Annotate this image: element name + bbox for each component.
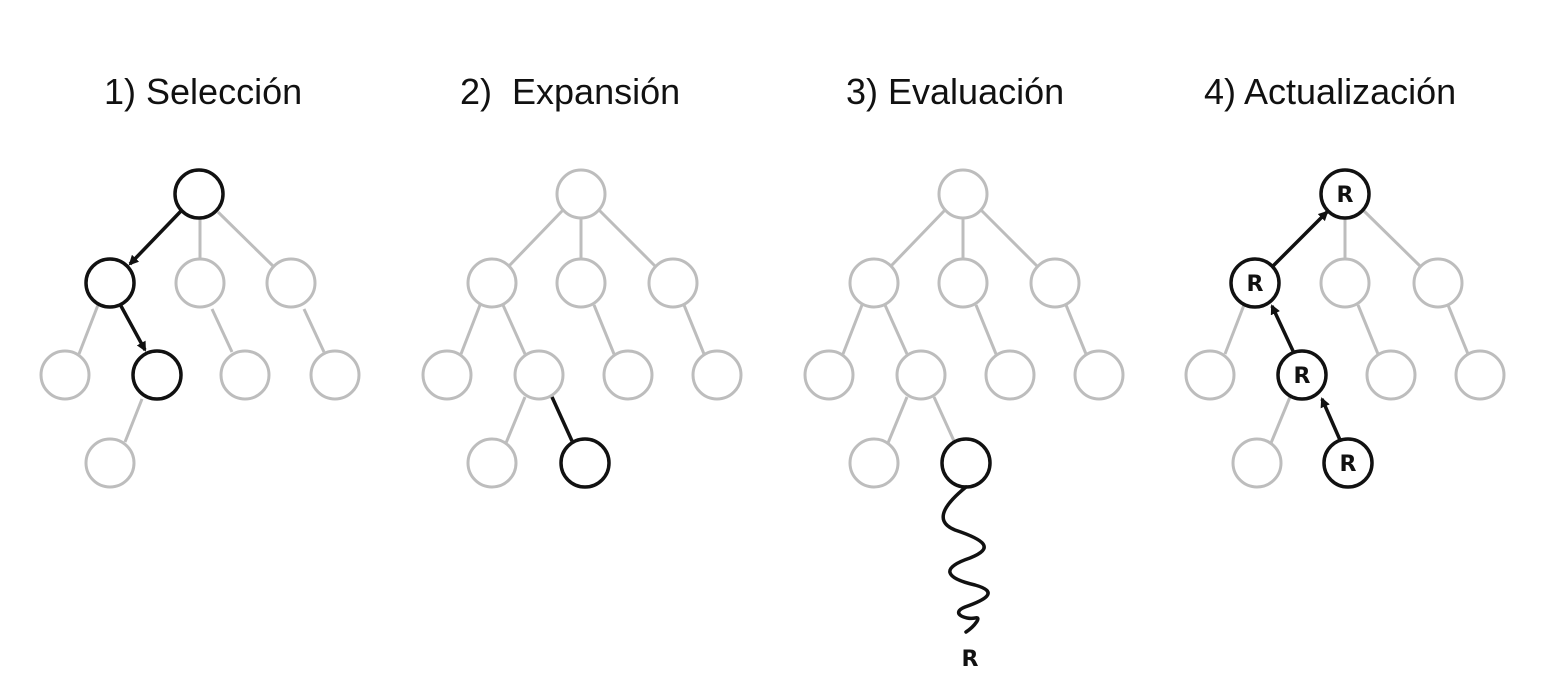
tree-node <box>602 349 654 401</box>
node-label: R <box>1340 452 1357 477</box>
tree-nodes-active <box>84 168 225 401</box>
tree-node <box>848 257 900 309</box>
panel-update: R R R R <box>1184 168 1506 489</box>
node-label: R <box>1294 364 1311 389</box>
tree-node <box>984 349 1036 401</box>
tree-node <box>466 437 518 489</box>
tree-node <box>513 349 565 401</box>
tree-node <box>937 257 989 309</box>
tree-node-selected <box>131 349 183 401</box>
tree-node-updated <box>1322 437 1374 489</box>
tree-node <box>39 349 91 401</box>
rollout-result-label: R <box>962 647 979 672</box>
tree-node-updated <box>1276 349 1328 401</box>
tree-node-evaluated <box>940 437 992 489</box>
tree-node <box>1231 437 1283 489</box>
selection-path <box>119 209 183 352</box>
tree-node <box>1454 349 1506 401</box>
tree-node <box>1073 349 1125 401</box>
tree-nodes-inactive <box>39 257 361 489</box>
tree-node <box>174 257 226 309</box>
tree-node <box>1412 257 1464 309</box>
tree-node <box>848 437 900 489</box>
tree-node <box>647 257 699 309</box>
tree-node-selected <box>84 257 136 309</box>
tree-edges <box>1223 208 1470 444</box>
tree-node <box>466 257 518 309</box>
tree-node-selected <box>173 168 225 220</box>
tree-node-updated <box>1319 168 1371 220</box>
tree-node <box>421 349 473 401</box>
tree-node-expanded <box>559 437 611 489</box>
backprop-path <box>1270 210 1342 441</box>
tree-node <box>1319 257 1371 309</box>
tree-node <box>84 437 136 489</box>
tree-node <box>1029 257 1081 309</box>
expansion-edge <box>550 396 574 442</box>
tree-node <box>309 349 361 401</box>
tree-edges <box>841 208 1088 444</box>
tree-node <box>265 257 317 309</box>
tree-nodes-inactive <box>803 168 1125 489</box>
rollout-squiggle <box>941 485 990 634</box>
tree-node <box>555 257 607 309</box>
tree-nodes-inactive <box>1184 257 1506 489</box>
tree-edges <box>77 210 326 443</box>
panel-evaluation: R <box>803 168 1125 672</box>
tree-node <box>1365 349 1417 401</box>
panel-title-expansion: 2) Expansión <box>460 71 681 112</box>
panel-title-selection: 1) Selección <box>104 71 303 112</box>
node-label: R <box>1337 183 1354 208</box>
tree-node <box>219 349 271 401</box>
panel-title-update: 4) Actualización <box>1204 71 1457 112</box>
tree-node <box>691 349 743 401</box>
tree-node <box>895 349 947 401</box>
node-label: R <box>1247 272 1264 297</box>
panel-selection <box>39 168 361 489</box>
tree-node <box>937 168 989 220</box>
tree-nodes-updated <box>1229 168 1374 489</box>
panel-title-evaluation: 3) Evaluación <box>846 71 1065 112</box>
tree-nodes-inactive <box>421 168 743 489</box>
panel-expansion <box>421 168 743 489</box>
tree-node <box>803 349 855 401</box>
tree-node <box>555 168 607 220</box>
tree-node-updated <box>1229 257 1281 309</box>
tree-node <box>1184 349 1236 401</box>
tree-edges <box>459 208 706 444</box>
